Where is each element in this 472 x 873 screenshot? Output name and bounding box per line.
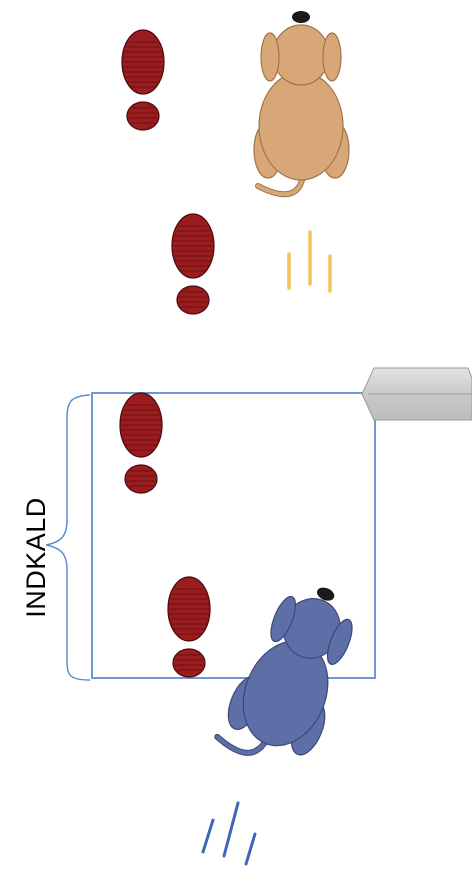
brace-icon — [45, 394, 91, 681]
dog-icon — [214, 587, 353, 756]
door-icon — [361, 367, 472, 421]
indoor-zone-frame — [91, 392, 376, 679]
motion-lines-icon — [201, 801, 257, 866]
zone-label-text: INDKALD — [20, 496, 51, 618]
dog-icon — [253, 11, 350, 198]
footprint-icon — [121, 29, 165, 131]
footprint-icon — [119, 392, 163, 494]
footprint-icon — [171, 213, 215, 315]
footprint-icon — [167, 576, 211, 678]
motion-lines-icon — [287, 230, 332, 293]
zone-label: INDKALD — [6, 462, 66, 652]
